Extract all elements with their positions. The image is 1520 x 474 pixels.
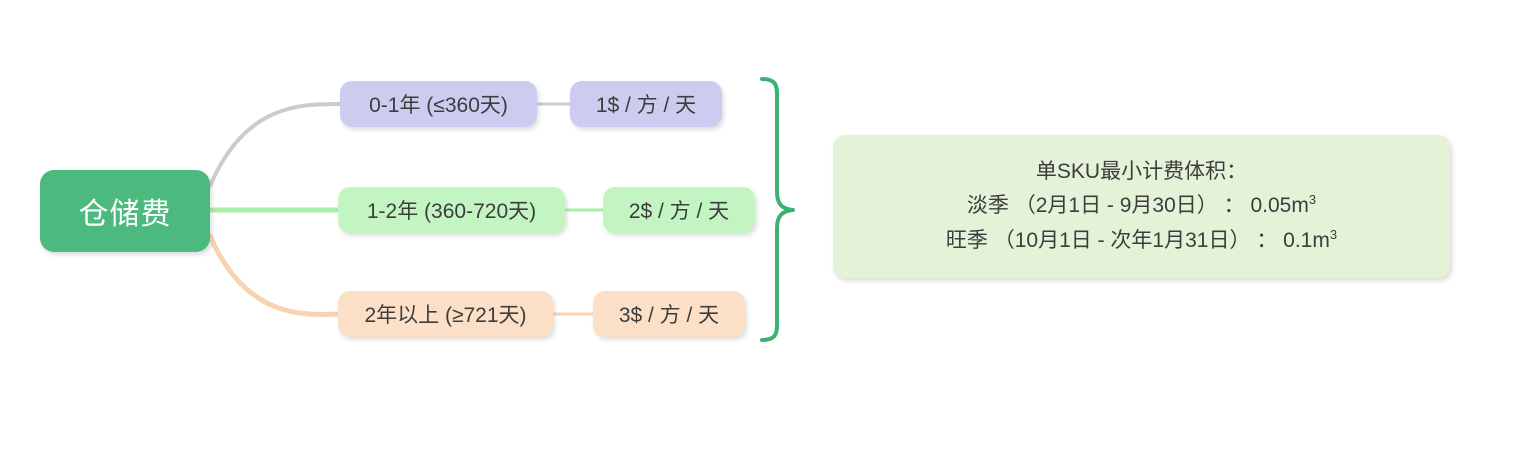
note-volume-value: 0.1 — [1283, 228, 1313, 252]
note-separator: ： — [1223, 194, 1245, 218]
branch-label-text: 2年以上 (≥721天) — [364, 304, 527, 327]
note-volume-value: 0.05 — [1250, 194, 1292, 218]
branch-label-text: 0-1年 (≤360天) — [369, 94, 508, 117]
min-billable-volume-note[interactable]: 单SKU最小计费体积： 淡季 （2月1日 - 9月30日） ： 0.05m3 旺… — [833, 135, 1450, 278]
branch-label-0-1-year[interactable]: 0-1年 (≤360天) — [340, 81, 537, 127]
branch-label-text: 1-2年 (360-720天) — [366, 200, 537, 223]
edge-root-to-row3 — [207, 233, 341, 318]
branch-value-text: 3$ / 方 / 天 — [618, 304, 720, 327]
note-season-label: 淡季 — [966, 194, 1009, 218]
branch-value-text: 1$ / 方 / 天 — [595, 94, 697, 117]
note-volume-exponent: 3 — [1329, 226, 1338, 242]
branch-value-over-2-year[interactable]: 3$ / 方 / 天 — [593, 291, 745, 337]
edge-root-to-row1 — [208, 102, 342, 188]
note-season-label: 旺季 — [945, 228, 988, 252]
branch-value-1-2-year[interactable]: 2$ / 方 / 天 — [603, 187, 755, 233]
note-line-high-season: 旺季 （10月1日 - 次年1月31日） ： 0.1m3 — [945, 226, 1338, 253]
branch-label-1-2-year[interactable]: 1-2年 (360-720天) — [338, 187, 565, 233]
grouping-brace — [760, 77, 795, 342]
note-volume-unit: m — [1291, 194, 1309, 218]
root-node[interactable]: 仓储费 — [40, 170, 210, 252]
note-separator: ： — [1256, 228, 1278, 252]
branch-value-text: 2$ / 方 / 天 — [628, 200, 730, 223]
note-volume-exponent: 3 — [1308, 192, 1317, 208]
note-line-low-season: 淡季 （2月1日 - 9月30日） ： 0.05m3 — [966, 192, 1317, 218]
note-date-range: （2月1日 - 9月30日） — [1014, 194, 1218, 218]
branch-label-over-2-year[interactable]: 2年以上 (≥721天) — [338, 291, 553, 337]
note-volume-unit: m — [1312, 228, 1330, 252]
branch-value-0-1-year[interactable]: 1$ / 方 / 天 — [570, 81, 722, 127]
root-node-label: 仓储费 — [78, 198, 172, 231]
note-title: 单SKU最小计费体积： — [1035, 160, 1248, 184]
note-date-range: （10月1日 - 次年1月31日） — [993, 228, 1251, 252]
